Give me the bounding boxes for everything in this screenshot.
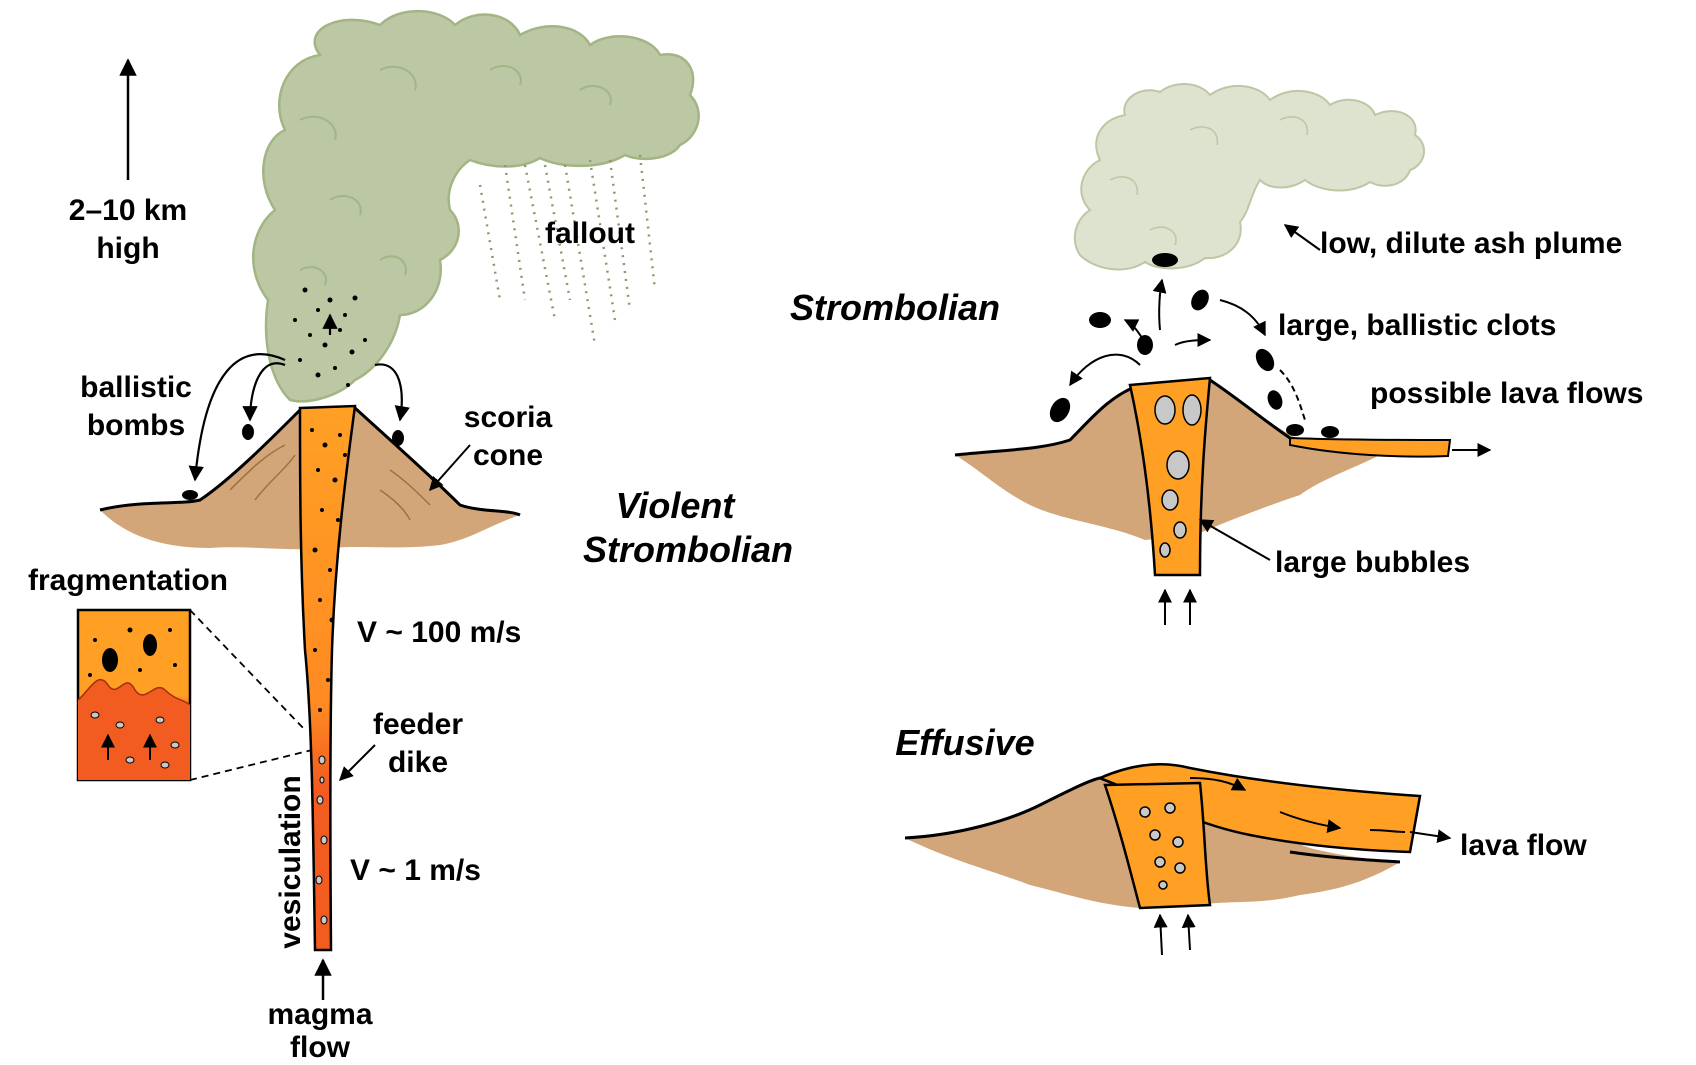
magma-label-line1: magma (267, 998, 372, 1031)
violent-strombolian-title-line2: Strombolian (583, 529, 793, 570)
flow-arrow-icon (1410, 832, 1450, 838)
lava-flow-label: lava flow (1460, 829, 1587, 862)
cone-label-line2: cone (473, 439, 543, 472)
flow-arrow-icon (1188, 915, 1190, 950)
fragmentation-label: fragmentation (28, 564, 228, 597)
effusive-title: Effusive (895, 722, 1034, 763)
lava-flows-label: possible lava flows (1370, 377, 1643, 410)
flow-arrow-icon (1160, 915, 1162, 955)
inset-guide-line (190, 610, 305, 730)
height-label-line1: 2–10 km (69, 194, 187, 227)
cone-label-line1: scoria (464, 401, 553, 434)
strombolian-title: Strombolian (790, 287, 1000, 328)
velocity-lower-label: V ~ 1 m/s (350, 854, 481, 887)
feeder-label-line1: feeder (373, 708, 463, 741)
bombs-label-line2: bombs (87, 409, 185, 442)
magma-label-line2: flow (290, 1031, 351, 1060)
fragmentation-inset (78, 610, 190, 780)
clots-label: large, ballistic clots (1278, 309, 1556, 342)
eruption-plume (253, 11, 699, 401)
bombs-label-line1: ballistic (80, 371, 192, 404)
effusive-panel: Effusive lava flow (895, 722, 1587, 955)
vesiculation-label: vesiculation (274, 775, 307, 948)
fallout-streaks (480, 155, 655, 345)
violent-strombolian-title-line1: Violent (616, 485, 737, 526)
strombolian-panel: Strombolian low, dilute ash plume large,… (790, 84, 1643, 625)
feeder-pointer (340, 745, 375, 780)
plume-pointer (1285, 225, 1320, 250)
violent-strombolian-panel: 2–10 km high fallout ballistic bombs sco… (28, 11, 793, 1060)
cone-pointer (430, 445, 470, 490)
bubbles-label: large bubbles (1275, 546, 1470, 579)
velocity-upper-label: V ~ 100 m/s (357, 616, 521, 649)
height-label-line2: high (96, 232, 159, 265)
fallout-label: fallout (545, 217, 635, 250)
plume-label: low, dilute ash plume (1320, 227, 1622, 260)
feeder-label-line2: dike (388, 746, 448, 779)
bubbles-pointer (1200, 520, 1270, 560)
